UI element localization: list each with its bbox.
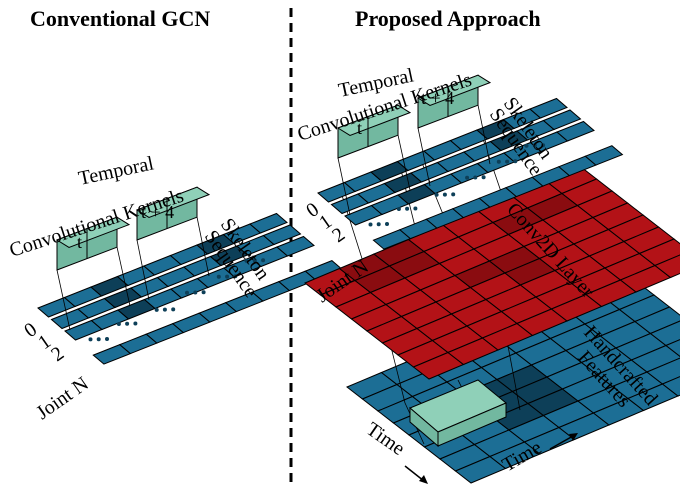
right-time-t4-label: t + 4 bbox=[421, 88, 454, 108]
right-dot-1-0 bbox=[397, 207, 401, 211]
left-dot-0-1 bbox=[97, 337, 101, 341]
left-dot-4-0 bbox=[217, 275, 221, 279]
left-dot-3-2 bbox=[202, 290, 206, 294]
left-time-t-label: t bbox=[77, 232, 82, 252]
left-joint-label: Joint N bbox=[32, 373, 92, 424]
left-dot-2-1 bbox=[163, 308, 167, 312]
right-panel-title: Proposed Approach bbox=[355, 6, 541, 31]
left-dot-2-2 bbox=[171, 307, 175, 311]
right-dot-0-0 bbox=[369, 223, 373, 227]
right-dot-2-2 bbox=[451, 192, 455, 196]
left-kernel-label-line1: Temporal bbox=[76, 152, 156, 189]
right-dot-1-1 bbox=[405, 207, 409, 211]
right-dot-3-1 bbox=[473, 176, 477, 180]
left-dot-3-1 bbox=[193, 291, 197, 295]
right-dot-4-1 bbox=[505, 160, 509, 164]
left-dot-1-0 bbox=[117, 322, 121, 326]
right-dot-0-1 bbox=[377, 222, 381, 226]
right-row-label-2: 2 bbox=[328, 223, 349, 247]
left-panel-title: Conventional GCN bbox=[30, 6, 210, 31]
right-time-t-label: t bbox=[357, 118, 362, 138]
left-dot-0-0 bbox=[89, 337, 93, 341]
right-dot-3-2 bbox=[482, 175, 486, 179]
right-dot-2-0 bbox=[435, 193, 439, 197]
right-dot-2-1 bbox=[443, 193, 447, 197]
right-dot-1-2 bbox=[413, 207, 417, 211]
right-dot-4-0 bbox=[497, 160, 501, 164]
left-dot-3-0 bbox=[185, 291, 189, 295]
left-dot-0-2 bbox=[105, 337, 109, 341]
right-dot-3-0 bbox=[465, 176, 469, 180]
left-dot-1-2 bbox=[133, 322, 137, 326]
time-arrow-1-head bbox=[419, 475, 428, 484]
left-dot-2-0 bbox=[155, 308, 159, 312]
right-dot-0-2 bbox=[385, 222, 389, 226]
left-row-label-2: 2 bbox=[47, 342, 68, 366]
left-time-t4-label: t + 4 bbox=[141, 202, 174, 222]
left-dot-1-1 bbox=[125, 322, 129, 326]
